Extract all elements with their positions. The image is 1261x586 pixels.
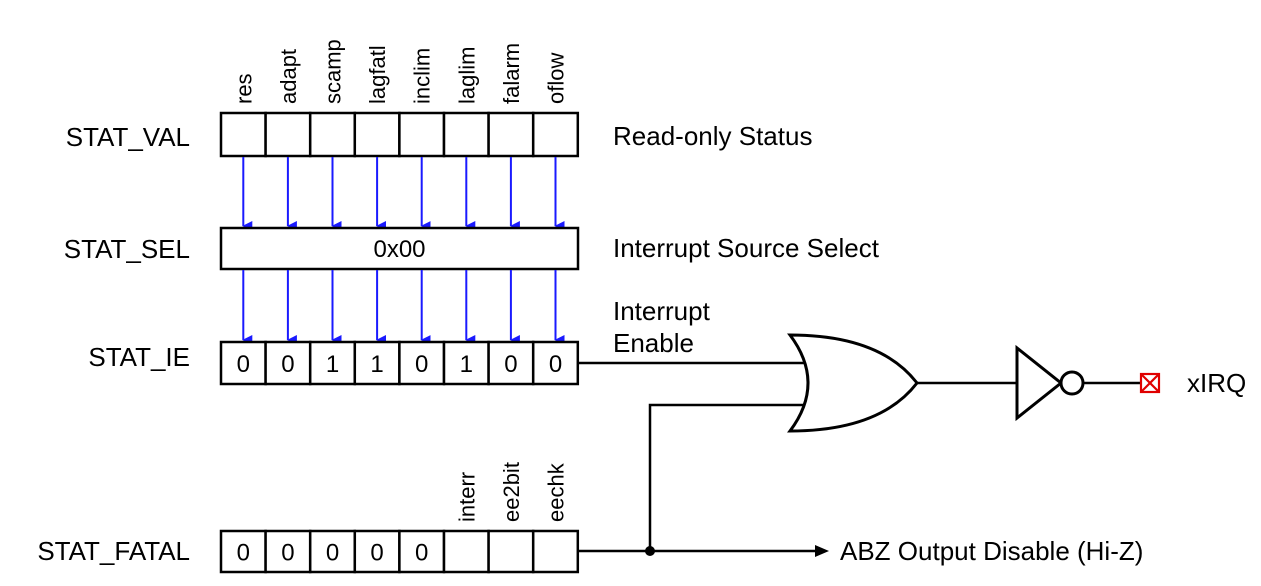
stat-ie-bit-3: 1 (370, 351, 383, 378)
stat-fatal-bit-1: 0 (281, 540, 294, 567)
stat-fatal-register: 0 0 0 0 0 (219, 529, 580, 574)
stat-ie-bit-5: 1 (460, 351, 473, 378)
stat-val-cell-5 (442, 111, 490, 158)
stat-val-bitname-2: scamp (321, 39, 346, 104)
stat-fatal-bit-4: 0 (415, 540, 428, 567)
sel-to-ie-arrows (242, 270, 565, 345)
stat-val-register (219, 111, 580, 158)
stat-sel-value: 0x00 (373, 236, 425, 263)
stat-fatal-label: STAT_FATAL (37, 536, 190, 566)
stat-val-label: STAT_VAL (66, 122, 190, 152)
stat-fatal-bitname-7: eechk (544, 462, 569, 522)
stat-ie-cell-0 (219, 340, 267, 386)
stat-ie-bit-4: 0 (415, 351, 428, 378)
stat-val-cell-2 (308, 111, 357, 158)
stat-fatal-bit-2: 0 (326, 540, 339, 567)
inverter-bubble (1059, 370, 1085, 396)
xirq-pin-icon (1139, 372, 1161, 394)
stat-fatal-bitname-6: ee2bit (499, 462, 524, 522)
stat-val-bitname-5: laglim (454, 47, 479, 104)
interrupt-enable-label-line1: Interrupt (613, 296, 711, 326)
stat-val-cell-1 (264, 111, 312, 158)
stat-val-bitname-4: inclim (410, 48, 435, 104)
inverter-triangle (1015, 344, 1064, 422)
stat-ie-bit-1: 0 (281, 351, 294, 378)
stat-fatal-cell-5 (442, 529, 490, 574)
stat-sel-description: Interrupt Source Select (613, 233, 880, 263)
stat-ie-label: STAT_IE (88, 342, 190, 372)
interrupt-enable-label-line2: Enable (613, 328, 694, 358)
stat-ie-cell-5 (442, 340, 490, 386)
stat-sel-register (219, 226, 580, 271)
stat-fatal-cell-7 (531, 529, 580, 574)
stat-val-bitname-7: oflow (544, 53, 569, 104)
abz-arrow-head (815, 545, 829, 557)
xirq-label: xIRQ (1187, 368, 1246, 398)
stat-val-cell-0 (219, 111, 267, 158)
or-gate (787, 333, 919, 433)
stat-ie-cell-1 (264, 340, 312, 386)
stat-ie-bit-0: 0 (237, 351, 250, 378)
stat-val-cell-4 (398, 111, 446, 158)
stat-fatal-cell-3 (353, 529, 401, 574)
stat-ie-cell-3 (353, 340, 401, 386)
stat-ie-cell-7 (531, 340, 580, 386)
stat-fatal-bit-3: 0 (370, 540, 383, 567)
stat-ie-cell-6 (487, 340, 535, 386)
stat-fatal-bit-0: 0 (237, 540, 250, 567)
stat-val-description: Read-only Status (613, 121, 812, 151)
stat-fatal-bit-names: interr ee2bit eechk (454, 462, 568, 522)
val-to-sel-arrows (242, 157, 565, 231)
stat-val-cell-6 (487, 111, 535, 158)
junction-dot (645, 546, 655, 556)
stat-val-bitname-3: lagfatl (365, 45, 390, 104)
stat-fatal-bitname-5: interr (454, 472, 479, 522)
abz-output-label: ABZ Output Disable (Hi-Z) (840, 536, 1143, 566)
wires (578, 361, 1141, 553)
stat-fatal-cell-2 (308, 529, 357, 574)
stat-ie-bit-2: 1 (326, 351, 339, 378)
stat-ie-bit-6: 0 (504, 351, 517, 378)
stat-val-bitname-0: res (231, 73, 256, 104)
stat-val-bitname-1: adapt (276, 49, 301, 104)
stat-ie-bit-7: 0 (549, 351, 562, 378)
stat-val-bitname-6: falarm (499, 43, 524, 104)
stat-val-cell-3 (353, 111, 401, 158)
stat-ie-register: 0 0 1 1 0 1 0 0 (219, 340, 580, 386)
stat-val-cell-7 (531, 111, 580, 158)
stat-fatal-cell-6 (487, 529, 535, 574)
stat-sel-label: STAT_SEL (64, 234, 190, 264)
stat-val-bit-names: res adapt scamp lagfatl inclim laglim falarm of… (231, 39, 568, 104)
